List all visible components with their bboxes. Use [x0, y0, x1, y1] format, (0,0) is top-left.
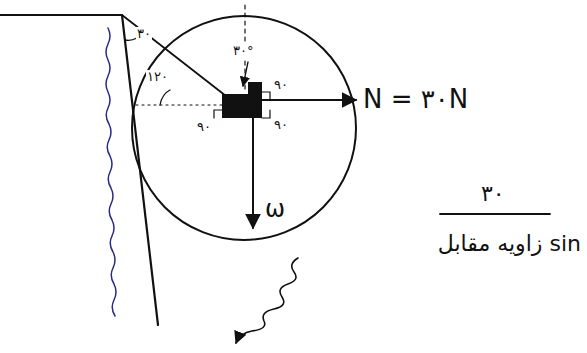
- dotted-horizontal: [136, 104, 222, 105]
- angle-label: ۹۰: [273, 118, 289, 132]
- fraction-bar: [440, 213, 550, 215]
- force-label: ω: [264, 196, 286, 222]
- angle-label: ۹۰: [196, 120, 212, 134]
- ceiling-line: [0, 14, 122, 16]
- block: [222, 94, 262, 118]
- angle-arc: [160, 90, 170, 105]
- right-angle-mark: [262, 110, 270, 118]
- angle-label: ۳۰: [136, 27, 152, 41]
- force-label: N = ۳۰N: [362, 85, 469, 114]
- block: [248, 82, 262, 96]
- angle-label: ۳۰°: [232, 44, 254, 58]
- weight-arrow: [252, 118, 254, 228]
- right-angle-mark: [262, 92, 270, 100]
- string-line: [122, 15, 226, 96]
- angle-pointer: [243, 62, 248, 86]
- normal-force-arrow: [262, 99, 356, 101]
- wavy-arrow: [236, 258, 298, 343]
- fraction-numerator: ۳۰: [480, 182, 506, 206]
- angle-label: ۱۲۰: [146, 70, 169, 84]
- angle-label: ۹۰: [273, 78, 289, 92]
- fraction-denominator: sin زاویه مقابل: [437, 232, 582, 256]
- right-angle-mark: [214, 110, 222, 118]
- wall-hatch: [106, 28, 116, 316]
